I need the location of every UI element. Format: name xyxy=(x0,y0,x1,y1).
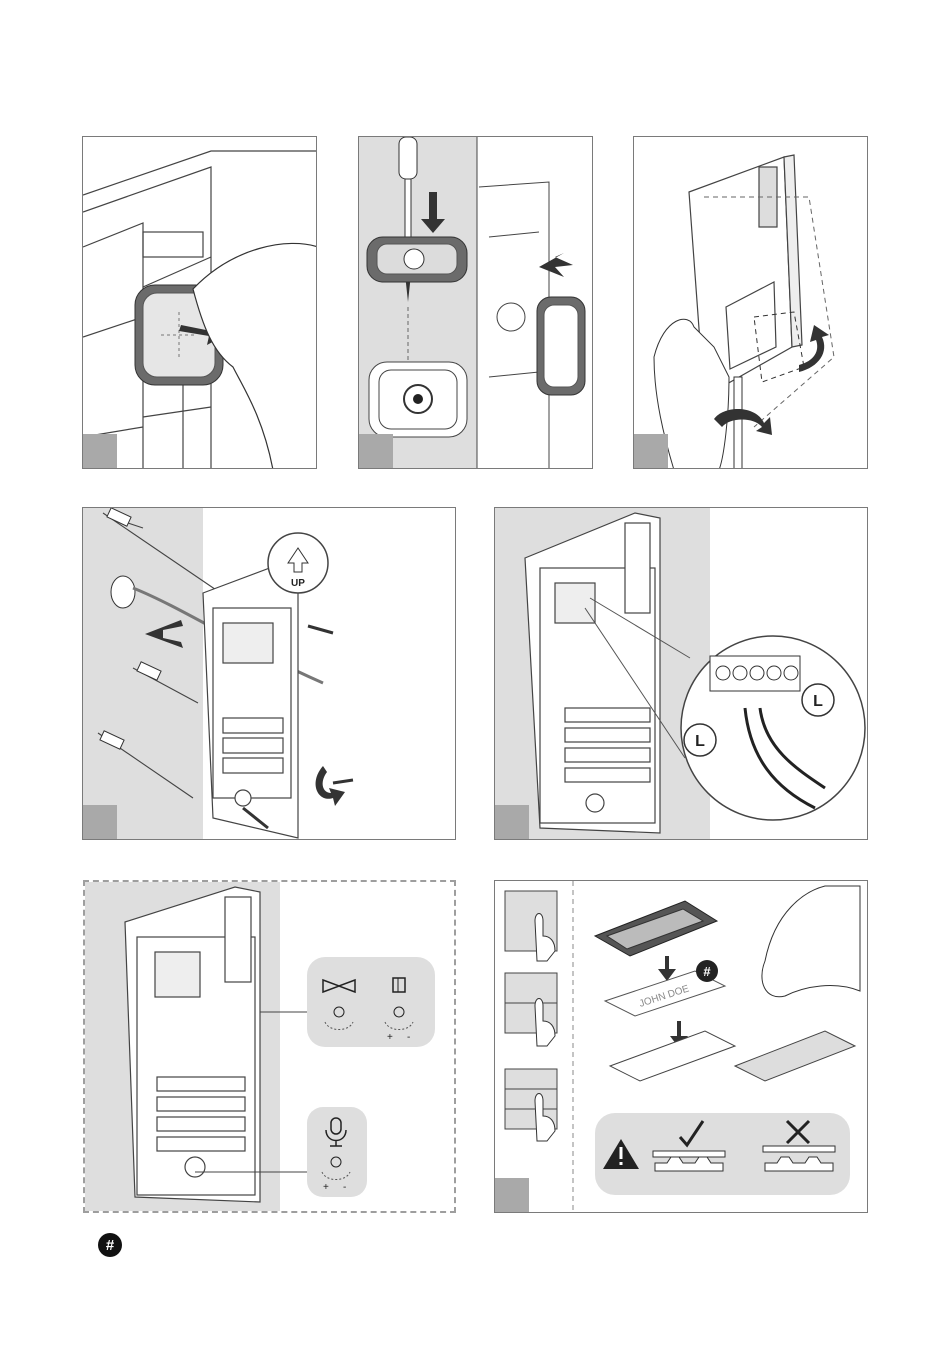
panel-hash-symbol: # xyxy=(703,964,711,979)
illustration-remove-button xyxy=(83,137,317,469)
step-panel-1 xyxy=(82,136,317,469)
illustration-volume-adjustment: + - + - xyxy=(85,882,454,1211)
footer-hash-symbol: # xyxy=(106,1237,115,1254)
step-panel-5: L L xyxy=(494,507,868,840)
mic-adjust-group: + - xyxy=(307,1107,367,1197)
wire-label-right: L xyxy=(813,693,823,710)
step-panel-2 xyxy=(358,136,593,469)
door-plus-label: + xyxy=(387,1032,393,1043)
step-number-box xyxy=(495,805,529,839)
step-number-box xyxy=(83,805,117,839)
step-number-box xyxy=(83,434,117,468)
illustration-wall-mounting: UP xyxy=(83,508,456,840)
up-label-callout: UP xyxy=(268,533,328,593)
wire-label-left: L xyxy=(695,733,705,750)
step-panel-3 xyxy=(633,136,868,469)
illustration-name-card-insert: JOHN DOE # xyxy=(495,881,868,1213)
step-number-box xyxy=(634,434,668,468)
mic-minus-label: - xyxy=(343,1182,346,1193)
card-size-option xyxy=(505,891,557,1129)
terminal-zoom-callout: L L xyxy=(681,636,865,820)
step-panel-6-adjustments: + - + - xyxy=(83,880,456,1213)
hand xyxy=(762,886,860,997)
step-panel-7-name-card: JOHN DOE # xyxy=(494,880,868,1213)
gasket-bottom-view xyxy=(369,362,467,437)
door-minus-label: - xyxy=(407,1032,410,1043)
gasket-top-view xyxy=(367,237,467,282)
footer-hash-legend: # xyxy=(97,1232,123,1258)
up-label: UP xyxy=(291,578,305,589)
illustration-open-cover xyxy=(634,137,868,469)
step-number-box xyxy=(359,434,393,468)
mic-plus-label: + xyxy=(323,1182,329,1193)
mounting-warning-box xyxy=(595,1113,850,1195)
illustration-wiring-terminal: L L xyxy=(495,508,868,840)
speaker-door-adjust-group: + - xyxy=(307,957,435,1047)
card-cover xyxy=(595,901,717,956)
illustration-button-insert xyxy=(359,137,593,469)
button-inserted xyxy=(537,297,585,395)
step-panel-4: UP xyxy=(82,507,456,840)
step-number-box xyxy=(495,1178,529,1212)
